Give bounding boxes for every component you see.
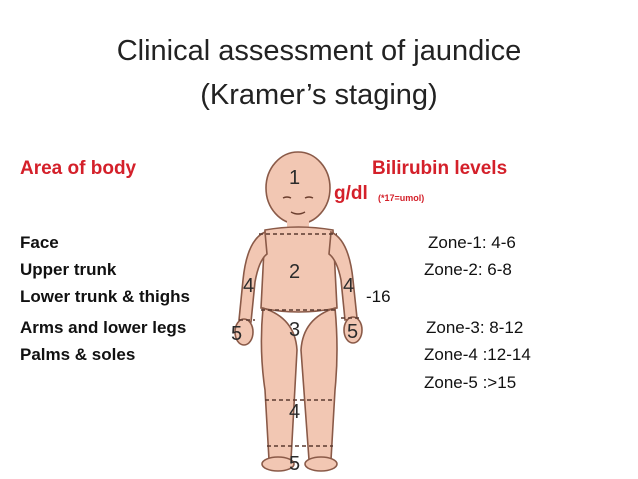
zone-label-3: 3: [289, 319, 300, 341]
zone-label-arm-right-4: 4: [343, 275, 354, 297]
figure-right-hand: [343, 316, 363, 344]
figure-right-foot: [304, 456, 338, 472]
zone-item-3: Zone-3: 8-12: [426, 318, 524, 337]
overlap-fragment: -16: [366, 287, 391, 306]
zone-item-4: Zone-4 :12-14: [424, 345, 531, 364]
slide-title-line2: (Kramer’s staging): [200, 79, 438, 111]
unit-conversion-note: (*17=umol): [378, 193, 425, 203]
unit-label: g/dl: [334, 183, 368, 204]
zone-label-2: 2: [289, 261, 300, 283]
figure-left-hand: [234, 318, 254, 346]
slide-title-line1: Clinical assessment of jaundice: [116, 35, 522, 67]
figure-left-foot: [261, 456, 295, 472]
figure-right-arm: [328, 230, 358, 321]
zone-label-hand-left-5: 5: [231, 323, 242, 345]
zone-label-1: 1: [289, 167, 300, 189]
figure-left-leg: [260, 306, 298, 461]
zone-label-arm-left-4: 4: [243, 275, 254, 297]
zone-item-5: Zone-5 :>15: [424, 373, 517, 392]
zone-item-2: Zone-2: 6-8: [424, 260, 512, 279]
body-zone-figure: 1 2 3 4 5 4 5 4 5: [231, 151, 363, 475]
figure-right-leg: [300, 306, 338, 461]
figure-torso: [260, 226, 338, 313]
area-item-lower-trunk-thighs: Lower trunk & thighs: [20, 287, 190, 306]
zone-label-hand-right-5: 5: [347, 321, 358, 343]
area-item-upper-trunk: Upper trunk: [20, 260, 117, 279]
zone-label-4: 4: [289, 401, 300, 423]
bilirubin-levels-header: Bilirubin levels: [372, 158, 508, 179]
area-item-face: Face: [20, 233, 59, 252]
area-of-body-header: Area of body: [20, 158, 137, 179]
zone-item-1: Zone-1: 4-6: [428, 233, 516, 252]
area-item-arms-lower-legs: Arms and lower legs: [20, 318, 187, 337]
area-item-palms-soles: Palms & soles: [20, 345, 136, 364]
figure-left-arm: [238, 230, 268, 323]
zone-label-5: 5: [289, 453, 300, 475]
